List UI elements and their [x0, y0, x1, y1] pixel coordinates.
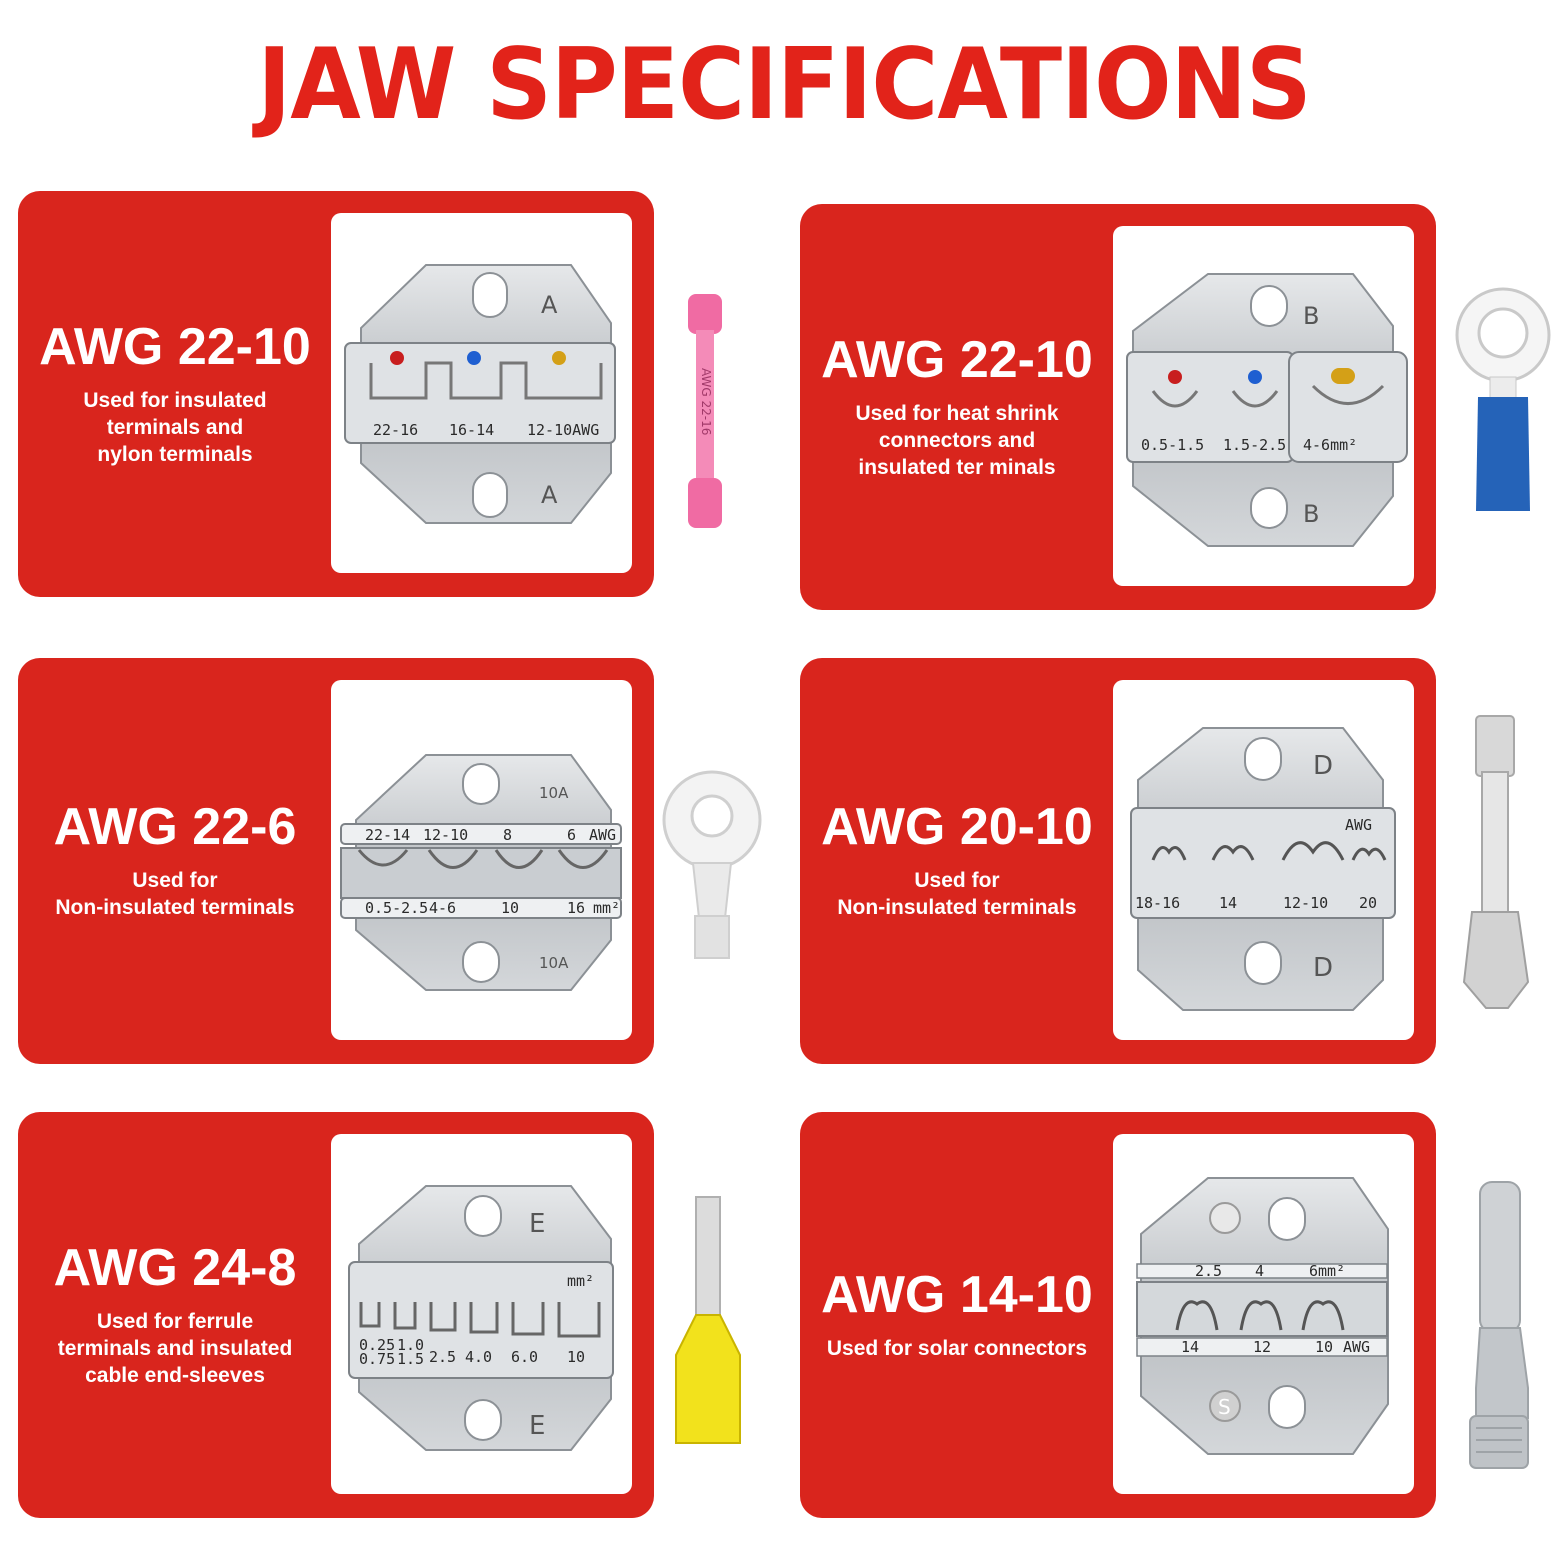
blue-ring-terminal-icon [1455, 287, 1551, 511]
pink-heat-shrink-butt-connector-icon: AWG 22-16 [688, 294, 722, 528]
die-label: 12-10AWG [527, 421, 599, 439]
die-label: 16 [567, 899, 585, 917]
die-label: 8 [503, 826, 512, 844]
die-image-panel: A A 22-16 16-14 12-10AWG [331, 213, 632, 573]
die-label: 14 [1219, 894, 1237, 912]
awg-range: AWG 14-10 [821, 1265, 1093, 1324]
svg-text:D: D [1313, 953, 1333, 983]
card-description: Used for Non-insulated terminals [55, 869, 295, 919]
jaw-die-10a-icon: 10A 10A 22-14 12-10 8 6 AWG 0.5-2.5 4-6 … [340, 754, 622, 991]
die-label: 4-6 [429, 899, 456, 917]
die-label: 0.25 [359, 1336, 395, 1354]
die-image-panel: B B 0.5-1.5 1.5-2.5 4-6mm² [1113, 226, 1414, 586]
die-label: 6.0 [511, 1348, 538, 1366]
jaw-card-e: AWG 24-8 Used for ferrule terminals and … [18, 1112, 654, 1518]
die-letter: 10A [539, 954, 569, 972]
die-label: 14 [1181, 1338, 1199, 1356]
jaw-card-a: AWG 22-10 Used for insulated terminals a… [18, 191, 654, 597]
solar-connector-pin-icon [1469, 1181, 1529, 1469]
die-label: 12-10 [423, 826, 468, 844]
svg-text:B: B [1303, 500, 1319, 528]
svg-text:A: A [541, 481, 558, 509]
card-info: AWG 22-10 Used for heat shrink connector… [800, 204, 1114, 610]
jaw-card-s: AWG 14-10 Used for solar connectors S 2.… [800, 1112, 1436, 1518]
page-title: JAW SPECIFICATIONS [257, 28, 1311, 142]
awg-range: AWG 22-6 [53, 798, 297, 856]
jaw-die-d-icon: D D AWG 18-16 14 12-10 20 [1130, 727, 1396, 1011]
die-label: 6 [567, 826, 576, 844]
die-image-panel: S 2.5 4 6mm² 14 12 10 AWG [1113, 1134, 1414, 1494]
die-label: 1.5 [397, 1350, 424, 1368]
die-label: 10 [501, 899, 519, 917]
die-label: 10 [567, 1348, 585, 1366]
die-image-panel: E E mm² 0.25 0.75 1.0 1.5 2.5 4.0 6.0 10 [331, 1134, 632, 1494]
card-info: AWG 22-6 Used for Non-insulated terminal… [18, 658, 332, 1064]
connector-print: AWG 22-16 [699, 368, 713, 435]
die-label: 4.0 [465, 1348, 492, 1366]
die-label: 22-16 [373, 421, 418, 439]
die-label: AWG [1343, 1338, 1370, 1356]
card-description: Used for insulated terminals and nylon t… [83, 388, 267, 466]
card-description: Used for ferrule terminals and insulated… [57, 1309, 293, 1387]
die-label: 12 [1253, 1338, 1271, 1356]
die-label: 22-14 [365, 826, 410, 844]
jaw-card-d: AWG 20-10 Used for Non-insulated termina… [800, 658, 1436, 1064]
die-label: AWG [589, 826, 616, 844]
awg-range: AWG 22-10 [821, 330, 1093, 389]
die-image-panel: D D AWG 18-16 14 12-10 20 [1113, 680, 1414, 1040]
card-description: Used for Non-insulated terminals [837, 869, 1077, 919]
die-letter: E [529, 1411, 545, 1441]
card-description: Used for heat shrink connectors and insu… [855, 401, 1059, 479]
die-letter: 10A [539, 784, 569, 802]
jaw-card-10a: AWG 22-6 Used for Non-insulated terminal… [18, 658, 654, 1064]
die-label: 4 [1255, 1262, 1264, 1280]
card-info: AWG 24-8 Used for ferrule terminals and … [18, 1112, 332, 1518]
jaw-die-a-icon: A A 22-16 16-14 12-10AWG [344, 264, 616, 524]
svg-text:A: A [541, 291, 558, 319]
yellow-ferrule-icon [675, 1196, 741, 1444]
die-label: mm² [567, 1272, 594, 1290]
die-label: mm² [593, 899, 620, 917]
jaw-card-b: AWG 22-10 Used for heat shrink connector… [800, 204, 1436, 610]
die-label: 20 [1359, 894, 1377, 912]
awg-range: AWG 24-8 [53, 1238, 297, 1297]
card-info: AWG 14-10 Used for solar connectors [800, 1112, 1114, 1518]
die-letter: S [1218, 1395, 1231, 1419]
die-label: 1.0 [397, 1336, 424, 1354]
jaw-die-e-icon: E E mm² 0.25 0.75 1.0 1.5 2.5 4.0 6.0 10 [348, 1185, 614, 1451]
die-label: 16-14 [449, 421, 494, 439]
die-label: AWG [1345, 816, 1372, 834]
jaw-die-b-icon: B B 0.5-1.5 1.5-2.5 4-6mm² [1126, 273, 1408, 547]
awg-range: AWG 22-10 [39, 317, 311, 376]
die-label: 0.75 [359, 1350, 395, 1368]
die-label: 6mm² [1309, 1262, 1345, 1280]
svg-text:D: D [1313, 751, 1333, 781]
die-label: 2.5 [1195, 1262, 1222, 1280]
svg-text:B: B [1303, 302, 1319, 330]
die-letter: E [529, 1209, 545, 1239]
die-label: 4-6mm² [1303, 436, 1357, 454]
jaw-die-s-icon: S 2.5 4 6mm² 14 12 10 AWG [1136, 1177, 1389, 1455]
die-label: 0.5-2.5 [365, 899, 428, 917]
card-info: AWG 22-10 Used for insulated terminals a… [18, 191, 332, 597]
die-label: 1.5-2.5 [1223, 436, 1286, 454]
die-image-panel: 10A 10A 22-14 12-10 8 6 AWG 0.5-2.5 4-6 … [331, 680, 632, 1040]
awg-range: AWG 20-10 [821, 798, 1093, 856]
die-label: 18-16 [1135, 894, 1180, 912]
card-info: AWG 20-10 Used for Non-insulated termina… [800, 658, 1114, 1064]
die-label: 10 [1315, 1338, 1333, 1356]
non-insulated-ring-terminal-icon [662, 770, 762, 959]
open-barrel-terminal-icon [1462, 715, 1530, 1009]
die-label: 0.5-1.5 [1141, 436, 1204, 454]
card-description: Used for solar connectors [826, 1336, 1088, 1360]
die-label: 12-10 [1283, 894, 1328, 912]
die-label: 2.5 [429, 1348, 456, 1366]
